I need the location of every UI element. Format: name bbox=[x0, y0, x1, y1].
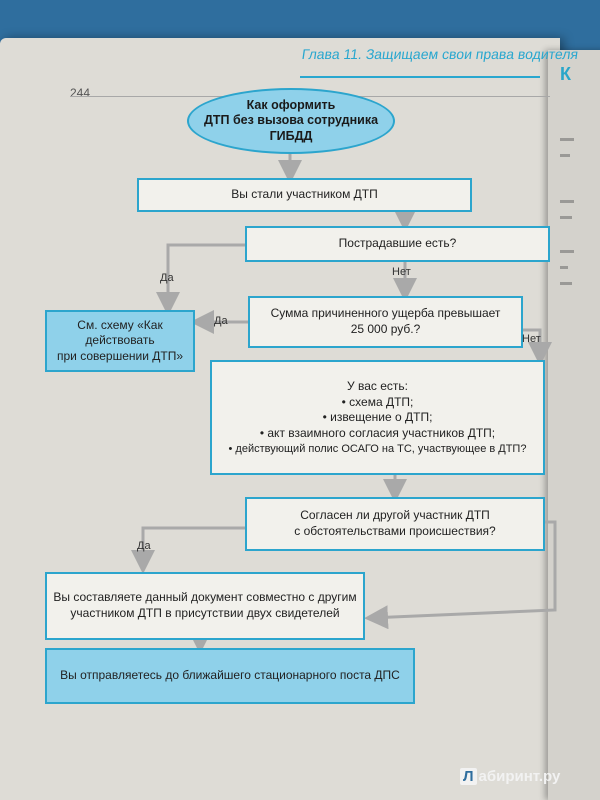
have-item: • извещение о ДТП; bbox=[322, 410, 433, 425]
watermark-badge: Л bbox=[460, 768, 477, 785]
have-item: • схема ДТП; bbox=[341, 394, 414, 409]
label-yes: Да bbox=[160, 272, 174, 284]
question-agree-box: Согласен ли другой участник ДТП с обстоя… bbox=[245, 497, 545, 551]
text-line bbox=[560, 216, 572, 219]
arrow-damage-no bbox=[520, 328, 552, 366]
have-title: У вас есть: bbox=[347, 379, 408, 394]
have-item: • действующий полис ОСАГО на ТС, участву… bbox=[228, 442, 527, 455]
arrow-agree-back bbox=[364, 520, 557, 630]
step-document-box: Вы составляете данный документ совместно… bbox=[45, 572, 365, 640]
question-damage-text: Сумма причиненного ущерба превышает 25 0… bbox=[270, 306, 501, 336]
text-line bbox=[560, 250, 574, 253]
text-line bbox=[560, 138, 574, 141]
text-line bbox=[560, 282, 572, 285]
text-line bbox=[560, 200, 574, 203]
step-participant-text: Вы стали участником ДТП bbox=[231, 187, 378, 202]
question-victims-box: Пострадавшие есть? bbox=[245, 226, 550, 262]
question-damage-box: Сумма причиненного ущерба превышает 25 0… bbox=[248, 296, 523, 348]
next-page-edge: К bbox=[548, 50, 600, 800]
step-go-box: Вы отправляетесь до ближайшего стационар… bbox=[45, 648, 415, 704]
question-agree-text: Согласен ли другой участник ДТП с обстоя… bbox=[294, 508, 496, 538]
flowchart-title-text: Как оформить ДТП без вызова сотрудника Г… bbox=[203, 97, 379, 143]
have-documents-box: У вас есть: • схема ДТП; • извещение о Д… bbox=[210, 360, 545, 475]
see-scheme-text: См. схему «Как действовать при совершени… bbox=[56, 317, 184, 363]
have-item: • акт взаимного согласия участников ДТП; bbox=[259, 425, 496, 440]
question-victims-text: Пострадавшие есть? bbox=[338, 236, 457, 251]
text-line bbox=[560, 266, 568, 269]
flowchart-title: Как оформить ДТП без вызова сотрудника Г… bbox=[187, 88, 395, 154]
step-document-text: Вы составляете данный документ совместно… bbox=[53, 590, 357, 620]
step-go-text: Вы отправляетесь до ближайшего стационар… bbox=[60, 668, 400, 683]
arrow-agree-yes bbox=[131, 526, 245, 574]
next-page-letter: К bbox=[560, 64, 571, 84]
label-no: Нет bbox=[522, 333, 541, 345]
label-yes: Да bbox=[214, 315, 228, 327]
label-yes: Да bbox=[137, 540, 151, 552]
see-scheme-box: См. схему «Как действовать при совершени… bbox=[45, 310, 195, 372]
arrow-victims-yes bbox=[156, 243, 245, 316]
header-rule bbox=[300, 46, 540, 78]
text-line bbox=[560, 154, 570, 157]
watermark-text: абиринт.ру bbox=[478, 768, 561, 785]
step-participant-box: Вы стали участником ДТП bbox=[137, 178, 472, 212]
label-no: Нет bbox=[392, 266, 411, 278]
